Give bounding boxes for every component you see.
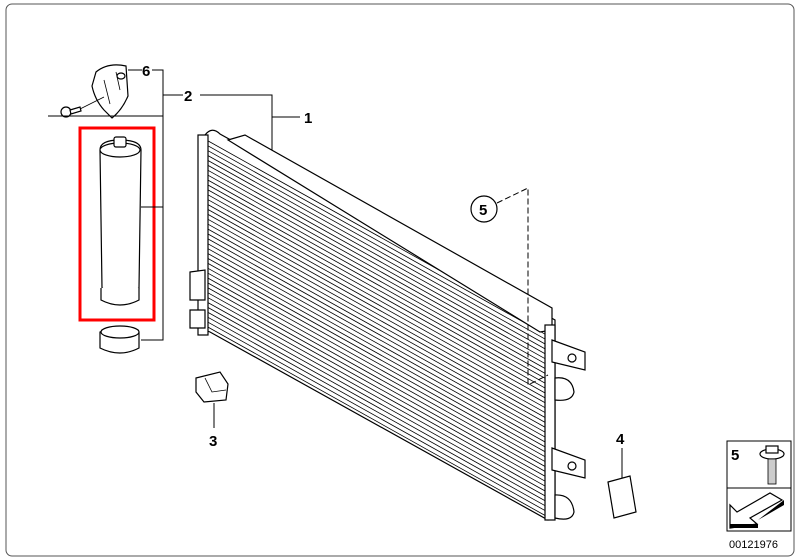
condenser-fin bbox=[207, 263, 549, 454]
condenser-fin bbox=[207, 150, 549, 342]
ring-part[interactable] bbox=[99, 325, 140, 354]
condenser-fin bbox=[207, 326, 549, 518]
condenser-fin bbox=[207, 238, 549, 430]
condenser-fin bbox=[207, 145, 549, 337]
condenser-fin bbox=[207, 179, 549, 371]
frame bbox=[5, 3, 795, 557]
condenser-fin bbox=[207, 189, 549, 381]
rubber-mount-part[interactable] bbox=[195, 371, 229, 403]
condenser-fin bbox=[207, 204, 549, 395]
condenser-fin bbox=[207, 218, 549, 410]
screw-part[interactable] bbox=[60, 96, 105, 118]
diagram-id: 00121976 bbox=[729, 539, 778, 551]
legend-box: 5 bbox=[726, 440, 792, 532]
pad-part[interactable] bbox=[607, 475, 637, 519]
condenser-fin bbox=[207, 194, 549, 386]
condenser-fin bbox=[207, 307, 549, 498]
callout-4: 4 bbox=[616, 431, 625, 448]
condenser-part[interactable] bbox=[189, 129, 586, 521]
callout-6: 6 bbox=[142, 63, 150, 80]
condenser-fin bbox=[207, 292, 549, 484]
callout-2: 2 bbox=[184, 88, 192, 105]
condenser-fin bbox=[207, 253, 549, 444]
condenser-fin bbox=[207, 258, 549, 449]
condenser-fin bbox=[207, 174, 549, 366]
callout-5-circle bbox=[470, 195, 498, 223]
condenser-fin bbox=[207, 199, 549, 391]
condenser-fin bbox=[207, 160, 549, 351]
condenser-fin bbox=[207, 321, 549, 513]
condenser-fin bbox=[207, 223, 549, 415]
bracket-part[interactable] bbox=[91, 64, 129, 119]
bolt-icon bbox=[759, 445, 785, 485]
highlight-box bbox=[78, 126, 156, 322]
condenser-fin bbox=[207, 243, 549, 435]
condenser-fin bbox=[207, 214, 549, 405]
condenser-fin bbox=[207, 248, 549, 440]
condenser-fin bbox=[207, 277, 549, 469]
condenser-fin bbox=[207, 155, 549, 346]
legend-item-number: 5 bbox=[731, 447, 739, 464]
condenser-fin bbox=[207, 169, 549, 361]
condenser-fin bbox=[207, 282, 549, 474]
condenser-fin bbox=[207, 316, 549, 508]
condenser-fin bbox=[207, 267, 549, 459]
callout-1: 1 bbox=[304, 110, 312, 127]
condenser-fin bbox=[207, 165, 549, 356]
condenser-fin bbox=[207, 209, 549, 400]
direction-arrow-icon bbox=[729, 492, 784, 529]
condenser-fin bbox=[207, 228, 549, 420]
callout-5: 5 bbox=[479, 202, 487, 219]
leader-lines bbox=[48, 69, 300, 341]
callout-3: 3 bbox=[209, 433, 217, 450]
condenser-fin bbox=[207, 302, 549, 493]
condenser-fin bbox=[207, 272, 549, 464]
condenser-fin bbox=[207, 287, 549, 479]
condenser-fin bbox=[207, 312, 549, 503]
condenser-fin bbox=[207, 184, 549, 376]
dryer-part[interactable] bbox=[99, 136, 142, 306]
condenser-fin bbox=[207, 297, 549, 489]
condenser-fin bbox=[207, 233, 549, 425]
